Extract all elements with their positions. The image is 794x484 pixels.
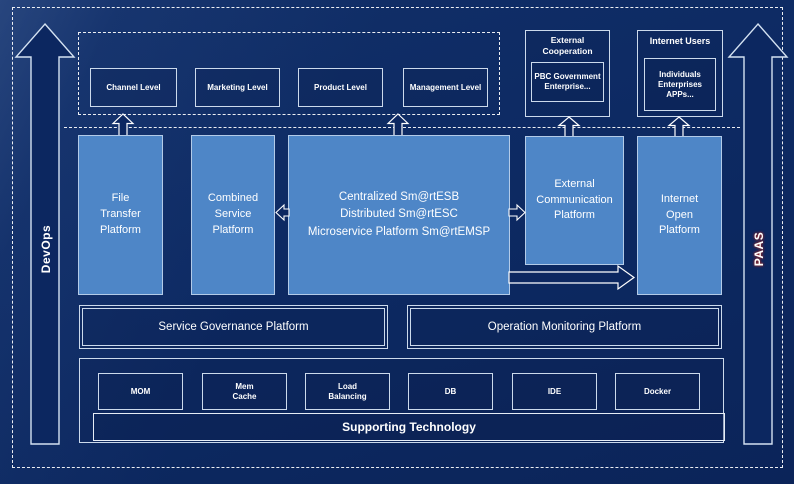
level-box-management: Management Level [403, 68, 488, 107]
supporting-technology-container [79, 358, 724, 443]
up-arrow-icon [557, 116, 581, 138]
level-box-channel: Channel Level [90, 68, 177, 107]
levels-dashed-box [78, 32, 500, 115]
service-governance-platform-box: Service Governance Platform [79, 305, 388, 349]
tech-label: IDE [547, 386, 562, 396]
supporting-technology-bar: Supporting Technology [93, 413, 725, 441]
tech-label: Docker [643, 386, 672, 396]
internet-users-title: Internet Users [649, 36, 711, 46]
level-label: Marketing Level [207, 82, 268, 92]
operation-monitoring-label: Operation Monitoring Platform [487, 321, 642, 333]
level-label: Channel Level [106, 82, 161, 92]
devops-arrow-label: DevOps [39, 224, 53, 274]
right-arrow-icon [508, 203, 526, 222]
tech-label: DB [444, 386, 457, 396]
tech-box-load-balancing: Load Balancing [305, 373, 390, 410]
tech-box-ide: IDE [512, 373, 597, 410]
internet-users-inner-label: Individuals Enterprises APPs... [657, 69, 703, 99]
internet-users-inner-box: Individuals Enterprises APPs... [644, 58, 716, 111]
platform-internet-open: Internet Open Platform [637, 136, 722, 295]
tech-label: Load Balancing [328, 381, 367, 401]
service-governance-label: Service Governance Platform [158, 321, 309, 333]
external-cooperation-inner-label: PBC Government Enterprise... [534, 72, 601, 91]
level-box-product: Product Level [298, 68, 383, 107]
platform-label: Combined Service Platform [207, 192, 259, 236]
platform-combined-service: Combined Service Platform [191, 135, 275, 295]
tech-label: Mem Cache [232, 381, 257, 401]
paas-arrow-label: PAAS [752, 231, 766, 267]
platform-label: Centralized Sm@rtESB Distributed Sm@rtES… [307, 191, 491, 238]
platform-esb-esc-emsp: Centralized Sm@rtESB Distributed Sm@rtES… [288, 135, 510, 295]
tech-box-docker: Docker [615, 373, 700, 410]
external-cooperation-inner-box: PBC Government Enterprise... [531, 62, 604, 102]
tech-label: MOM [130, 386, 151, 396]
internet-users-box: Internet Users Individuals Enterprises A… [637, 30, 723, 117]
up-arrow-icon [667, 116, 691, 138]
up-arrow-icon [111, 113, 135, 137]
supporting-technology-label: Supporting Technology [342, 420, 476, 434]
level-label: Product Level [314, 82, 367, 92]
left-arrow-icon [275, 203, 290, 222]
tech-box-mom: MOM [98, 373, 183, 410]
operation-monitoring-platform-box: Operation Monitoring Platform [407, 305, 722, 349]
external-cooperation-title: External Cooperation [542, 35, 593, 57]
platform-external-communication: External Communication Platform [525, 136, 624, 265]
outer-dashed-frame [12, 7, 783, 468]
platform-label: File Transfer Platform [100, 192, 141, 236]
tech-box-mem-cache: Mem Cache [202, 373, 287, 410]
platform-label: Internet Open Platform [659, 192, 700, 237]
up-arrow-icon [386, 113, 410, 137]
external-cooperation-box: External Cooperation PBC Government Ente… [525, 30, 610, 117]
level-label: Management Level [409, 82, 482, 92]
platform-label: External Communication Platform [536, 177, 613, 222]
flow-arrow-icon [508, 264, 636, 291]
paas-arrow [727, 22, 789, 445]
devops-arrow [14, 22, 76, 445]
level-box-marketing: Marketing Level [195, 68, 280, 107]
tech-box-db: DB [408, 373, 493, 410]
platform-file-transfer: File Transfer Platform [78, 135, 163, 295]
